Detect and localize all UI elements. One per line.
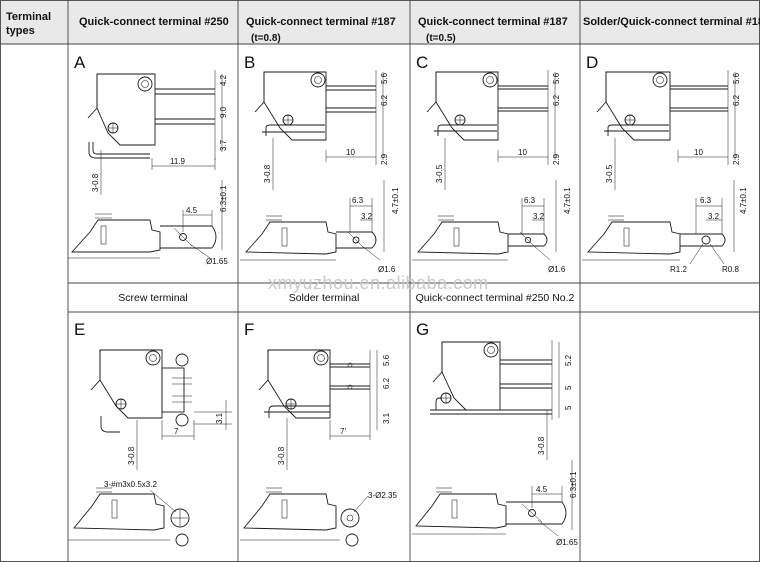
header-types: types — [6, 25, 35, 37]
header-col-187-t05: Quick-connect terminal #187 — [418, 16, 568, 28]
cell-c-dim-9: Ø1.6 — [548, 265, 566, 274]
cell-d-dim-8: 4.7±0.1 — [739, 187, 748, 214]
cell-d-drawing: D 5.6 6.2 2.9 10 3-0.5 — [582, 53, 748, 274]
cell-g-letter: G — [416, 320, 429, 339]
cell-c-dim-4: 10 — [518, 148, 527, 157]
cell-a-dim-1: 4.2 — [219, 74, 228, 86]
header-col-solder-187: Solder/Quick-connect terminal #187 — [583, 16, 760, 28]
cell-f-dim-5: 3-0.8 — [277, 446, 286, 465]
cell-a-dim-5: 3-0.8 — [91, 173, 100, 192]
cell-g-dim-2: 5 — [564, 385, 573, 390]
header-terminal: Terminal — [6, 11, 51, 23]
cell-c-drawing: C 5.6 6.2 2.9 10 3-0.5 — [412, 53, 572, 274]
cell-b-dim-3: 2.9 — [380, 153, 389, 165]
cell-b-dim-2: 6.2 — [380, 94, 389, 106]
header-col-187-t08: Quick-connect terminal #187 — [246, 16, 396, 28]
cell-f-dim-3: 3.1 — [382, 412, 391, 424]
cell-d-dim-2: 6.2 — [732, 94, 741, 106]
cell-c-letter: C — [416, 53, 428, 72]
cell-c-dim-2: 6.2 — [552, 94, 561, 106]
cell-d-dim-5: 3-0.5 — [605, 164, 614, 183]
header-col-187-t08-sub: (t=0.8) — [251, 33, 281, 44]
cell-g-dim-4: 3-0.8 — [537, 436, 546, 455]
cell-a-dim-4: 11.9 — [170, 157, 186, 166]
cell-a-drawing: A 4.2 9.0 3.7 11.9 3-0.8 — [68, 53, 228, 266]
cell-g-dim-7: Ø1.65 — [556, 538, 578, 547]
cell-b-dim-1: 5.6 — [380, 72, 389, 84]
cell-a-dim-8: Ø1.65 — [206, 257, 228, 266]
header-background — [0, 0, 760, 44]
cell-g-dim-5: 6.3±0.1 — [569, 471, 578, 498]
cell-f-dim-1: 5.6 — [382, 354, 391, 366]
cell-e-dim-4: 3-#m3x0.5x3.2 — [104, 480, 157, 489]
cell-a-dim-7: 4.5 — [186, 206, 198, 215]
cell-f-dim-2: 6.2 — [382, 377, 391, 389]
cell-c-dim-3: 2.9 — [552, 153, 561, 165]
cell-d-dim-7: 3.2 — [708, 212, 720, 221]
cell-f-drawing: F 5.6 6.2 3.1 7' 3-0.8 3-Ø2.35 — [240, 320, 397, 547]
cell-g-dim-6: 4.5 — [536, 485, 548, 494]
header-col-187-t05-sub: (t=0.5) — [426, 33, 456, 44]
cell-b-dim-9: Ø1.6 — [378, 265, 396, 274]
cell-d-dim-1: 5.6 — [732, 72, 741, 84]
cell-b-dim-5: 3-0.8 — [263, 164, 272, 183]
header-col-250: Quick-connect terminal #250 — [79, 16, 229, 28]
cell-b-dim-7: 3.2 — [361, 212, 373, 221]
cell-d-dim-6: 6.3 — [700, 196, 712, 205]
cell-f-dim-6: 3-Ø2.35 — [368, 491, 397, 500]
cell-e-dim-2: 7 — [174, 427, 179, 436]
cell-g-drawing: G 5.2 5 5 3-0.8 6.3± — [412, 320, 578, 547]
cell-d-dim-10: R0.8 — [722, 265, 739, 274]
cell-d-dim-4: 10 — [694, 148, 703, 157]
cell-e-letter: E — [74, 320, 85, 339]
cell-c-dim-1: 5.6 — [552, 72, 561, 84]
cell-c-dim-7: 3.2 — [533, 212, 545, 221]
cell-f-dim-4: 7' — [340, 427, 346, 436]
cell-a-dim-6: 6.3±0.1 — [219, 185, 228, 212]
cell-b-dim-4: 10 — [346, 148, 355, 157]
cell-e-dim-1: 3.1 — [215, 412, 224, 424]
cell-f-letter: F — [244, 320, 254, 339]
cell-c-dim-5: 3-0.5 — [435, 164, 444, 183]
cell-d-letter: D — [586, 53, 598, 72]
cell-d-dim-3: 2.9 — [732, 153, 741, 165]
cell-d-dim-9: R1.2 — [670, 265, 687, 274]
cell-b-letter: B — [244, 53, 255, 72]
cell-c-dim-8: 4.7±0.1 — [563, 187, 572, 214]
cell-g-dim-1: 5.2 — [564, 354, 573, 366]
cell-a-dim-3: 3.7 — [219, 139, 228, 151]
caption-solder-terminal: Solder terminal — [289, 292, 360, 304]
cell-b-drawing: B 5.6 6.2 2.9 10 3-0.8 — [240, 53, 400, 274]
cell-b-dim-6: 6.3 — [352, 196, 364, 205]
cell-b-dim-8: 4.7±0.1 — [391, 187, 400, 214]
watermark: xmyuzhou.en.alibaba.com — [268, 273, 489, 293]
cell-g-dim-3: 5 — [564, 405, 573, 410]
caption-screw-terminal: Screw terminal — [118, 292, 187, 304]
cell-c-dim-6: 6.3 — [524, 196, 536, 205]
cell-a-dim-2: 9.0 — [219, 106, 228, 118]
caption-quick-connect-250-no2: Quick-connect terminal #250 No.2 — [416, 292, 575, 304]
cell-e-dim-3: 3-0.8 — [127, 446, 136, 465]
cell-e-drawing: E 3.1 7 3-0.8 3-#m3x0.5x — [68, 320, 232, 547]
cell-a-letter: A — [74, 53, 86, 72]
